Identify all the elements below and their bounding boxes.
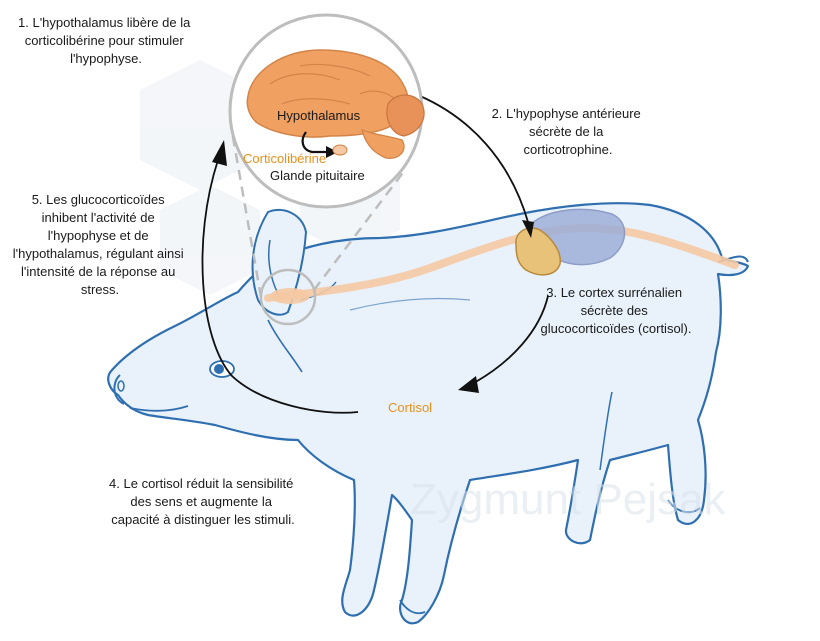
pig-hind-hoof	[667, 499, 701, 514]
pig-pupil	[214, 364, 224, 374]
step3-line1: 3. Le cortex surrénalien	[546, 285, 682, 300]
step4-line1: 4. Le cortisol réduit la sensibilité	[109, 476, 293, 491]
zoom-line-left	[228, 119, 263, 298]
step1-line3: l'hypophyse.	[70, 51, 142, 66]
step4-line3: capacité à distinguer les stimuli.	[111, 512, 295, 527]
pig-illustration	[107, 202, 750, 625]
pig-back-line	[349, 297, 471, 311]
hypothalamus-arrowhead	[326, 146, 338, 158]
step4-text: 4. Le cortisol réduit la sensibilité des…	[109, 476, 297, 527]
step4-line2: des sens et augmente la	[130, 494, 272, 509]
pig-mouth	[129, 405, 189, 412]
step5-text: 5. Les glucocorticoïdes inhibent l'activ…	[13, 192, 188, 297]
pig-nostril	[117, 380, 125, 392]
step5-line5: l'intensité de la réponse au	[21, 264, 175, 279]
step3-text: 3. Le cortex surrénalien sécrète des glu…	[541, 285, 692, 336]
step5-line2: inhibent l'activité de	[42, 210, 155, 225]
step3-line2: sécrète des	[581, 303, 649, 318]
watermark-text: Zygmunt Pejsak	[410, 475, 726, 524]
brain-folds	[269, 63, 397, 105]
step1-line2: corticolibérine pour stimuler	[25, 33, 185, 48]
step2-line1: 2. L'hypophyse antérieure	[492, 106, 641, 121]
hypothalamus-label: Hypothalamus	[277, 108, 361, 123]
cycle-arrow-bottom	[201, 159, 359, 414]
pig-front-hoof	[399, 599, 426, 615]
pig-jaw-line	[267, 319, 303, 373]
step5-line1: 5. Les glucocorticoïdes	[32, 192, 165, 207]
step5-line6: stress.	[81, 282, 119, 297]
brain-location-mark	[270, 288, 310, 304]
step2-text: 2. L'hypophyse antérieure sécrète de la …	[492, 106, 645, 157]
step5-line3: l'hypophyse et de	[48, 228, 149, 243]
step1-line1: 1. L'hypothalamus libère de la	[18, 15, 191, 30]
arrowhead-down-kidney	[522, 220, 534, 238]
cycle-arrow-lower-right	[471, 295, 549, 385]
pituitary-gland	[332, 144, 348, 156]
step3-line3: glucocorticoïdes (cortisol).	[541, 321, 692, 336]
hypothalamus-arrow	[301, 131, 330, 154]
pig-hind-leg-line	[599, 391, 613, 471]
neural-pathway-band	[264, 223, 739, 302]
brain-cerebellum	[386, 94, 425, 137]
cortisol-label: Cortisol	[388, 400, 432, 415]
pig-snout	[113, 374, 125, 405]
step5-line4: l'hypothalamus, régulant ainsi	[13, 246, 184, 261]
step2-line2: sécrète de la	[529, 124, 604, 139]
step1-text: 1. L'hypothalamus libère de la corticoli…	[18, 15, 194, 66]
corticoliberine-label: Corticolibérine	[243, 151, 326, 166]
zoom-line-right	[313, 169, 406, 291]
arrowhead-up-brain	[212, 140, 227, 166]
arrowhead-cortisol	[458, 376, 479, 393]
glande-pituitaire-label: Glande pituitaire	[270, 168, 365, 183]
brain-stem	[361, 128, 405, 159]
cycle-arrow-right	[419, 95, 529, 223]
step2-line3: corticotrophine.	[524, 142, 613, 157]
